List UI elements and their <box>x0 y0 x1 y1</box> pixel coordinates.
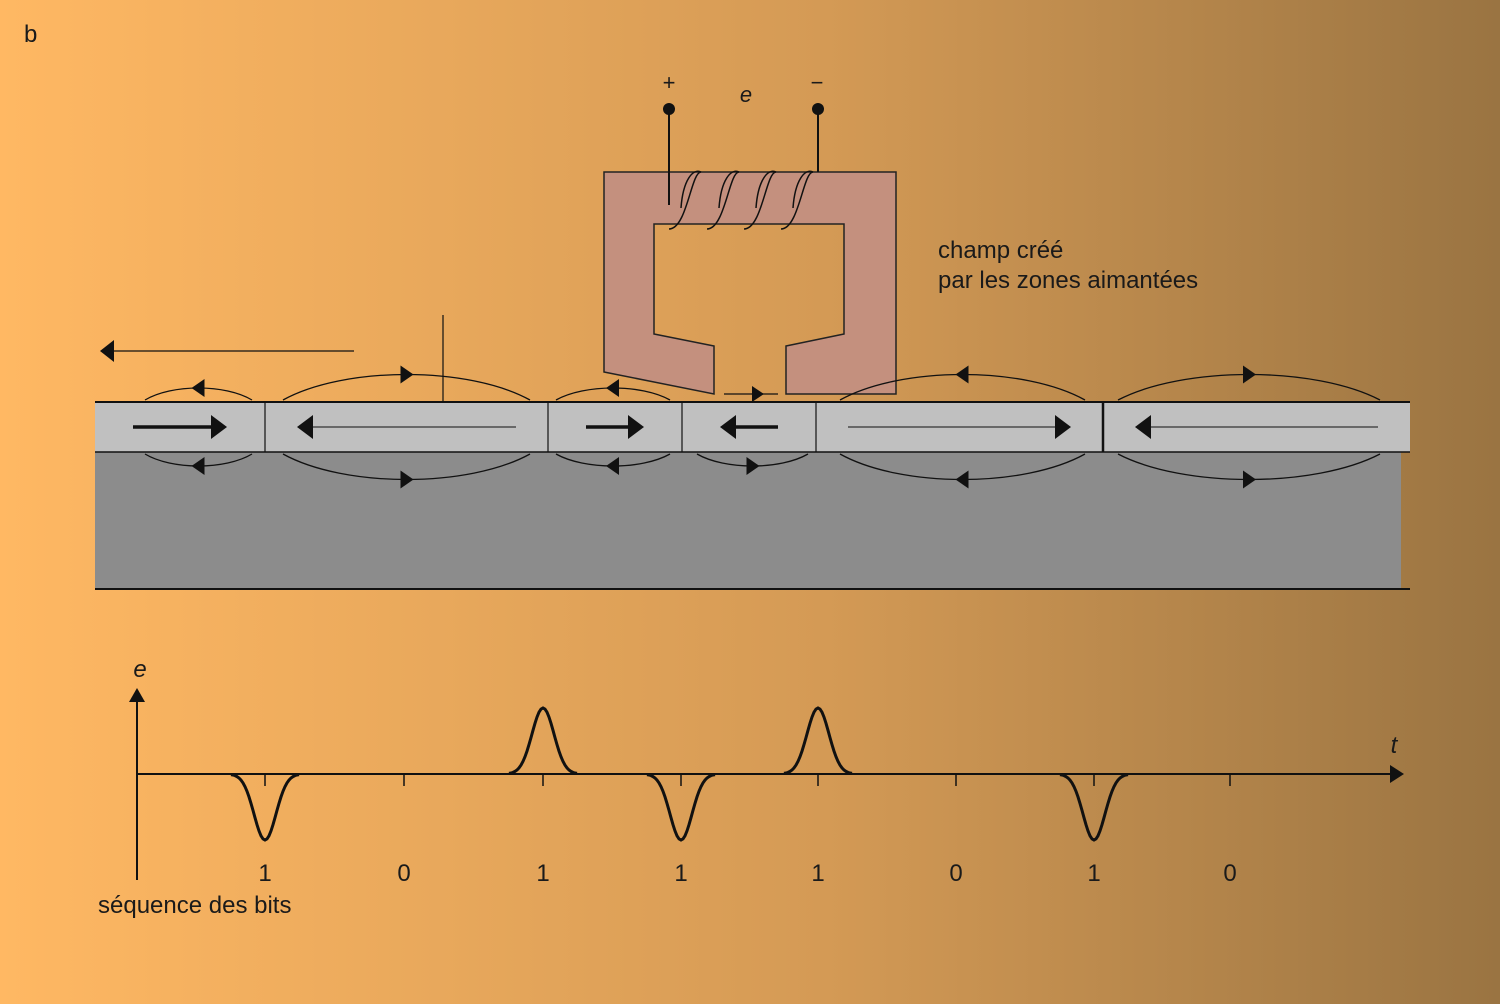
field-direction-arrow <box>191 379 205 397</box>
bit-value: 0 <box>1223 860 1236 887</box>
gap-field-arrow <box>752 386 764 402</box>
domain-group <box>133 402 1378 452</box>
bit-value: 1 <box>536 860 549 887</box>
magnetization-head <box>297 415 313 439</box>
field-direction-arrow <box>400 365 414 384</box>
y-axis-label: e <box>133 656 146 683</box>
y-axis-arrow <box>129 688 145 702</box>
field-direction-arrow <box>400 470 414 489</box>
bit-value: 1 <box>258 860 271 887</box>
bit-value: 1 <box>811 860 824 887</box>
read-head-core <box>603 171 897 395</box>
coil-turn <box>780 170 814 230</box>
domain-magnetization-arrow <box>586 415 644 439</box>
bit-value: 0 <box>949 860 962 887</box>
field-direction-arrow <box>1243 470 1256 489</box>
domain-magnetization-arrow <box>133 415 227 439</box>
signal-group <box>230 706 1231 842</box>
negative-pulse <box>1059 773 1129 842</box>
coil-turn <box>706 170 740 230</box>
terminal-minus-dot <box>812 103 824 115</box>
terminal-plus-dot <box>663 103 675 115</box>
motion-arrow-head <box>100 340 114 362</box>
field-direction-arrow <box>955 470 969 489</box>
domain-magnetization-arrow <box>848 415 1071 439</box>
field-direction-arrow <box>1243 365 1256 384</box>
field-caption-line2: par les zones aimantées <box>938 267 1198 294</box>
field-direction-arrow <box>955 365 969 384</box>
field-direction-arrow <box>606 379 619 397</box>
negative-pulse <box>646 773 716 842</box>
magnetization-head <box>628 415 644 439</box>
negative-pulse <box>230 773 300 842</box>
terminal-plus-label: + <box>663 70 676 95</box>
sequence-caption: séquence des bits <box>98 892 291 919</box>
positive-pulse <box>508 706 578 775</box>
domain-magnetization-arrow <box>720 415 778 439</box>
positive-pulse <box>783 706 853 775</box>
bit-value: 1 <box>1087 860 1100 887</box>
domain-magnetization-arrow <box>297 415 516 439</box>
magnetization-head <box>211 415 227 439</box>
panel-label: b <box>24 21 37 48</box>
field-loop-group <box>144 365 1381 489</box>
magnetization-head <box>1055 415 1071 439</box>
coil-winding <box>668 170 814 230</box>
bit-value: 1 <box>674 860 687 887</box>
x-axis-label: t <box>1391 732 1399 759</box>
coil-turn <box>743 170 777 230</box>
magnetization-head <box>1135 415 1151 439</box>
terminal-minus-label: − <box>811 70 824 95</box>
coil-turn <box>668 170 702 230</box>
x-axis-arrow <box>1390 765 1404 783</box>
bit-labels: 1 0 1 1 1 0 1 0 <box>258 860 1236 887</box>
bit-value: 0 <box>397 860 410 887</box>
magnetization-head <box>720 415 736 439</box>
field-caption-line1: champ créé <box>938 237 1063 264</box>
emf-symbol: e <box>740 82 752 107</box>
field-direction-arrow <box>746 457 760 475</box>
field-direction-arrow <box>606 457 619 475</box>
domain-magnetization-arrow <box>1135 415 1378 439</box>
field-direction-arrow <box>191 457 205 475</box>
